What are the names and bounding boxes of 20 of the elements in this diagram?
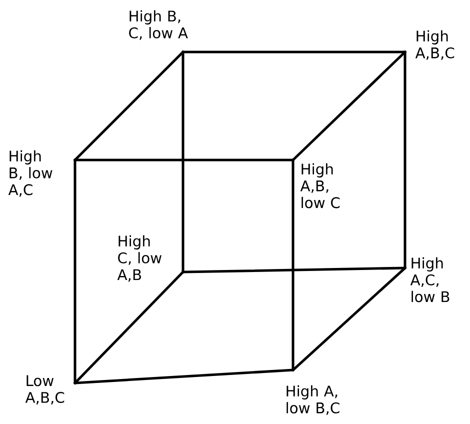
cube-edge [182,266,406,274]
cube-edge [404,50,406,270]
cube-edge [74,270,184,384]
corner-label: High A, low B,C [286,385,340,415]
cube-edge [292,158,294,372]
corner-label: High B, low A,C [8,150,52,197]
corner-label: High A,B,C [415,30,454,60]
cube-edge [292,50,406,162]
cube-edge [292,266,406,372]
cube-edge [182,50,406,54]
cube-edge [74,368,294,384]
cube-edge [74,50,184,162]
cube-edge [74,158,76,384]
corner-label: High A,B, low C [300,163,340,208]
corner-label: High A,C, low B [410,257,450,302]
cube-edge [182,50,184,274]
cube-edge [74,158,294,162]
corner-label: High B, C, low A [129,10,188,40]
corner-label: High C, low A,B [117,235,162,282]
corner-label: Low A,B,C [25,375,64,404]
